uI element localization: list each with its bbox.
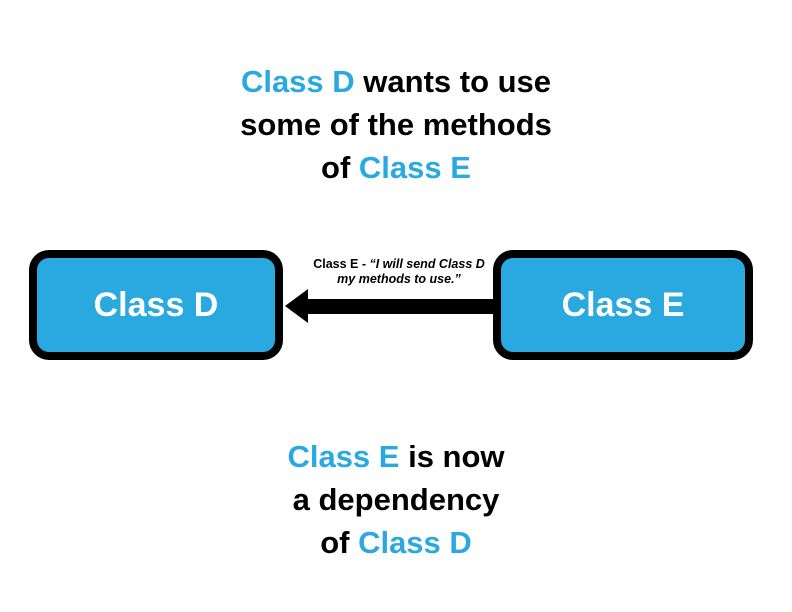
class-d-label: Class D [93, 285, 219, 324]
class-e-label: Class E [561, 285, 685, 324]
top-caption-line-3: of Class E [0, 146, 792, 189]
arrow-label-prefix: Class E - [313, 257, 370, 271]
arrow-label-quote-line-2: my methods to use.” [337, 271, 461, 286]
bottom-caption-line-3: of Class D [0, 521, 792, 564]
class-e-box: Class E [493, 250, 753, 360]
bottom-caption-class-e-highlight: Class E [287, 439, 400, 474]
top-caption-line-3-text: of [321, 150, 359, 185]
arrow-label-quote-line-1: “I will send Class D [369, 257, 485, 271]
bottom-caption-line-1-text: is now [399, 439, 505, 474]
bottom-caption-line-3-text: of [320, 525, 359, 560]
bottom-caption-line-1: Class E is now [0, 435, 792, 478]
top-caption-class-e-highlight: Class E [358, 150, 471, 185]
top-caption-class-d-highlight: Class D [240, 64, 355, 99]
top-caption: Class D wants to use some of the methods… [0, 60, 792, 189]
bottom-caption-class-d-highlight: Class D [358, 525, 472, 560]
top-caption-line-2: some of the methods [240, 107, 552, 142]
dependency-arrow-head [285, 289, 308, 323]
bottom-caption: Class E is now a dependency of Class D [0, 435, 792, 564]
bottom-caption-line-2: a dependency [292, 482, 500, 517]
top-caption-line-1: Class D wants to use [0, 60, 792, 103]
top-caption-line-1-text: wants to use [354, 64, 552, 99]
dependency-arrow-shaft [305, 299, 495, 314]
class-d-box: Class D [29, 250, 283, 360]
